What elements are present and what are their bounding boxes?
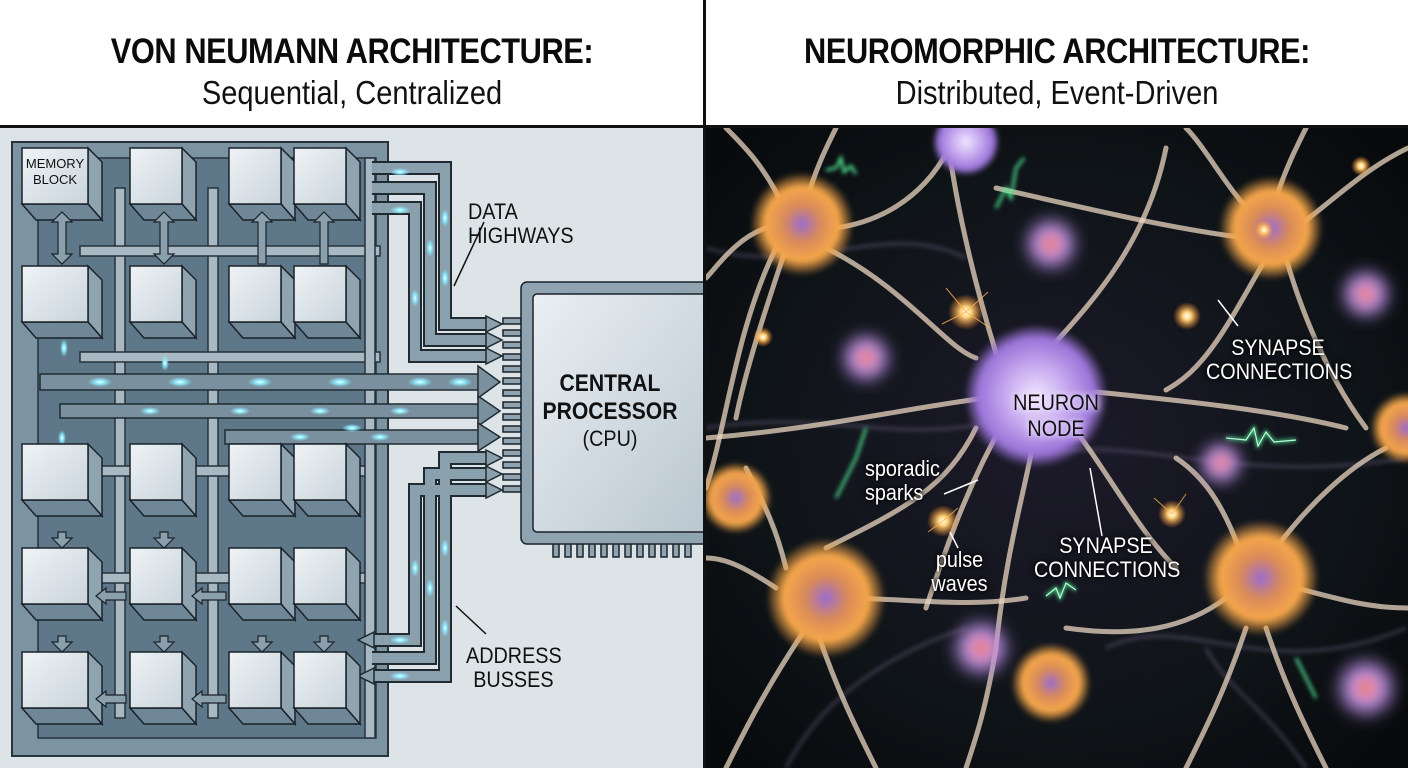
memory-block-label: MEMORY BLOCK	[25, 156, 85, 187]
horizontal-divider	[0, 125, 1408, 128]
neuromorphic-subtitle: Distributed, Event-Driven	[895, 74, 1219, 111]
von-neumann-header: VON NEUMANN ARCHITECTURE: Sequential, Ce…	[0, 0, 704, 126]
cpu-label: CENTRAL PROCESSOR (CPU)	[542, 370, 678, 451]
synapse-connections-label-bottom: SYNAPSE CONNECTIONS	[1034, 533, 1181, 582]
address-busses-label: ADDRESS BUSSES	[466, 643, 562, 692]
von-neumann-title: VON NEUMANN ARCHITECTURE:	[110, 32, 594, 71]
synapse-connections-label-top: SYNAPSE CONNECTIONS	[1206, 335, 1353, 384]
neuromorphic-header: NEUROMORPHIC ARCHITECTURE: Distributed, …	[706, 0, 1408, 126]
von-neumann-diagram	[11, 141, 703, 757]
neuron-node-label: NEURON NODE	[1013, 390, 1099, 441]
data-highways-label: DATA HIGHWAYS	[468, 199, 574, 248]
von-neumann-panel: MEMORY BLOCK DATA HIGHWAYS CENTRAL PROCE…	[0, 128, 703, 768]
neuromorphic-panel: SYNAPSE CONNECTIONS sporadic sparks puls…	[706, 128, 1408, 768]
neural-network-illustration	[706, 128, 1408, 768]
von-neumann-subtitle: Sequential, Centralized	[201, 74, 503, 111]
sporadic-sparks-label: sporadic sparks	[865, 456, 940, 505]
vertical-divider	[703, 0, 706, 768]
neuromorphic-title: NEUROMORPHIC ARCHITECTURE:	[804, 32, 1310, 71]
pulse-waves-label: pulse waves	[931, 547, 988, 596]
